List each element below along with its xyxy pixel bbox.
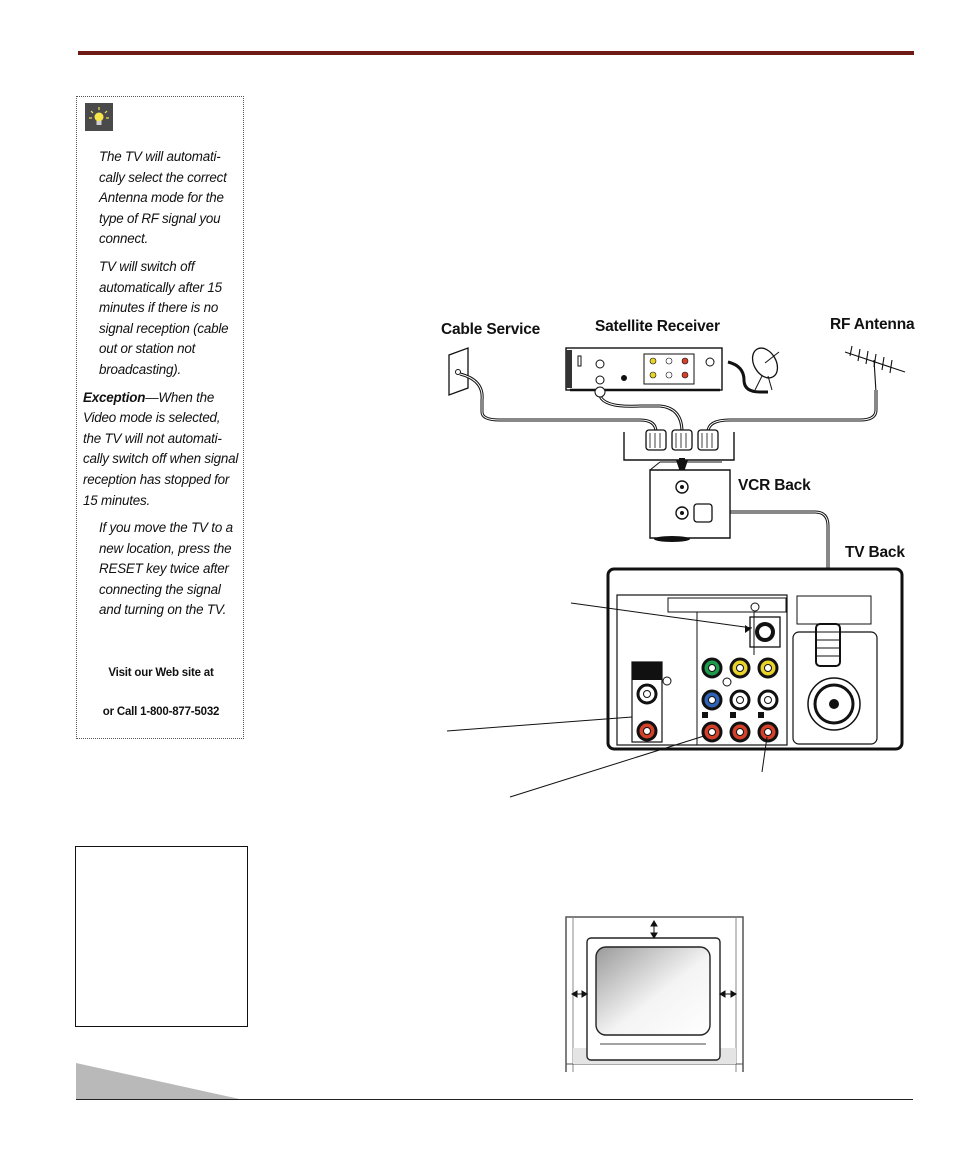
tip-paragraph: TV will switch off automatically after 1… [99, 258, 229, 377]
exception-label: Exception [83, 389, 146, 405]
cable-service-label: Cable Service [441, 321, 541, 338]
phone-line: or Call 1-800-877-5032 [102, 706, 220, 718]
tv-back-panel [606, 567, 904, 751]
move-tip: If you move the TV to a new location, pr… [99, 520, 233, 618]
bottom-rule [76, 1099, 913, 1100]
callout-leaders [446, 602, 768, 798]
top-accent-rule [78, 51, 914, 55]
vcr-back-panel [649, 461, 731, 542]
blank-note-box [75, 846, 248, 1027]
footer-wedge [76, 1063, 244, 1100]
satellite-receiver-label: Satellite Receiver [595, 318, 720, 335]
tv-back-label: TV Back [845, 544, 905, 561]
satellite-dish-icon [751, 347, 780, 391]
satellite-receiver [565, 347, 723, 392]
exception-text: —When the Video mode is selected, the TV… [83, 389, 239, 508]
tip-paragraph: The TV will automati-cally select the co… [99, 149, 227, 247]
rf-antenna-label: RF Antenna [830, 316, 915, 333]
rf-antenna-icon [844, 345, 906, 393]
tip-text: The TV will automati-cally select the co… [83, 147, 241, 628]
tv-cabinet-illustration [565, 916, 744, 1072]
cable-wall-plate [448, 347, 469, 396]
tip-sidebar: The TV will automati-cally select the co… [76, 96, 244, 739]
vcr-back-label: VCR Back [738, 477, 811, 494]
web-site-line: Visit our Web site at [108, 667, 214, 679]
rf-splitter [623, 429, 735, 478]
lightbulb-icon [85, 103, 113, 131]
exception-note: Exception—When the Video mode is selecte… [83, 388, 241, 512]
